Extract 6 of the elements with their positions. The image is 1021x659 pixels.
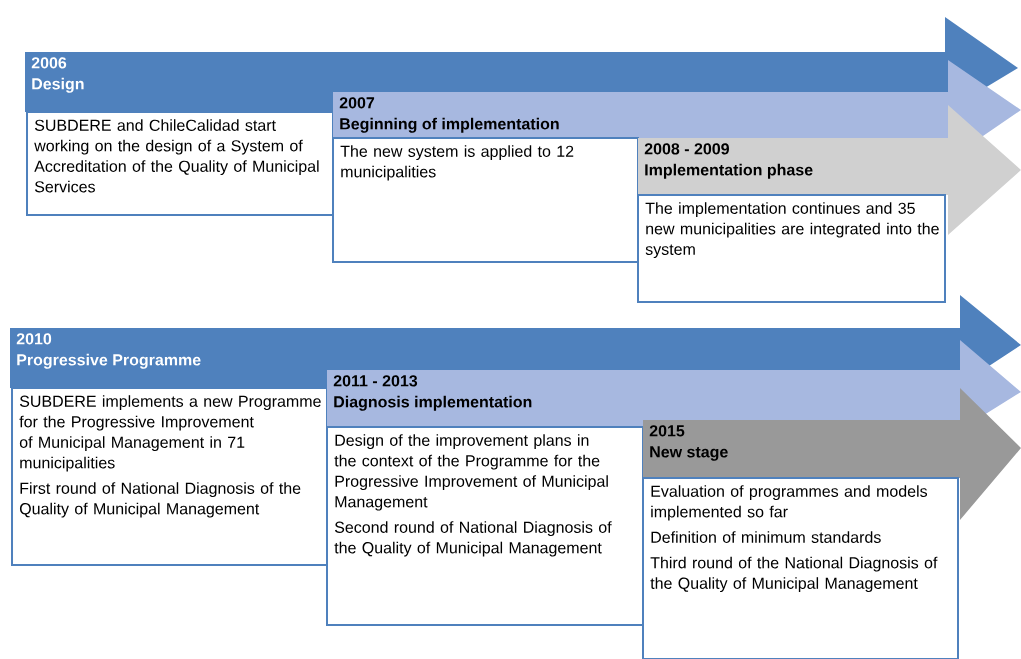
text-box: SUBDERE and ChileCalidad start working on the design of a System of Accreditation of the Quality of Municipal Services (26, 111, 334, 216)
text-box: The new system is applied to 12 municipalities (332, 137, 639, 263)
text-box: Evaluation of programmes and models implemented so far Definition of minimum standards Third round of the National Diagnosis of the Quality of Municipal Management (642, 477, 959, 659)
text-box: Design of the improvement plans in the context of the Programme for the Progressive Improvement of Municipal Management Second round of National Diagnosis of the Quality of Municipal Management (326, 426, 644, 626)
text-box: The implementation continues and 35 new municipalities are integrated into the system (637, 194, 946, 303)
text-box: SUBDERE implements a new Programme for the Progressive Improvement of Municipal Management in 71 municipalities First round of National Diagnosis of the Quality of Municipal Management (11, 387, 328, 566)
